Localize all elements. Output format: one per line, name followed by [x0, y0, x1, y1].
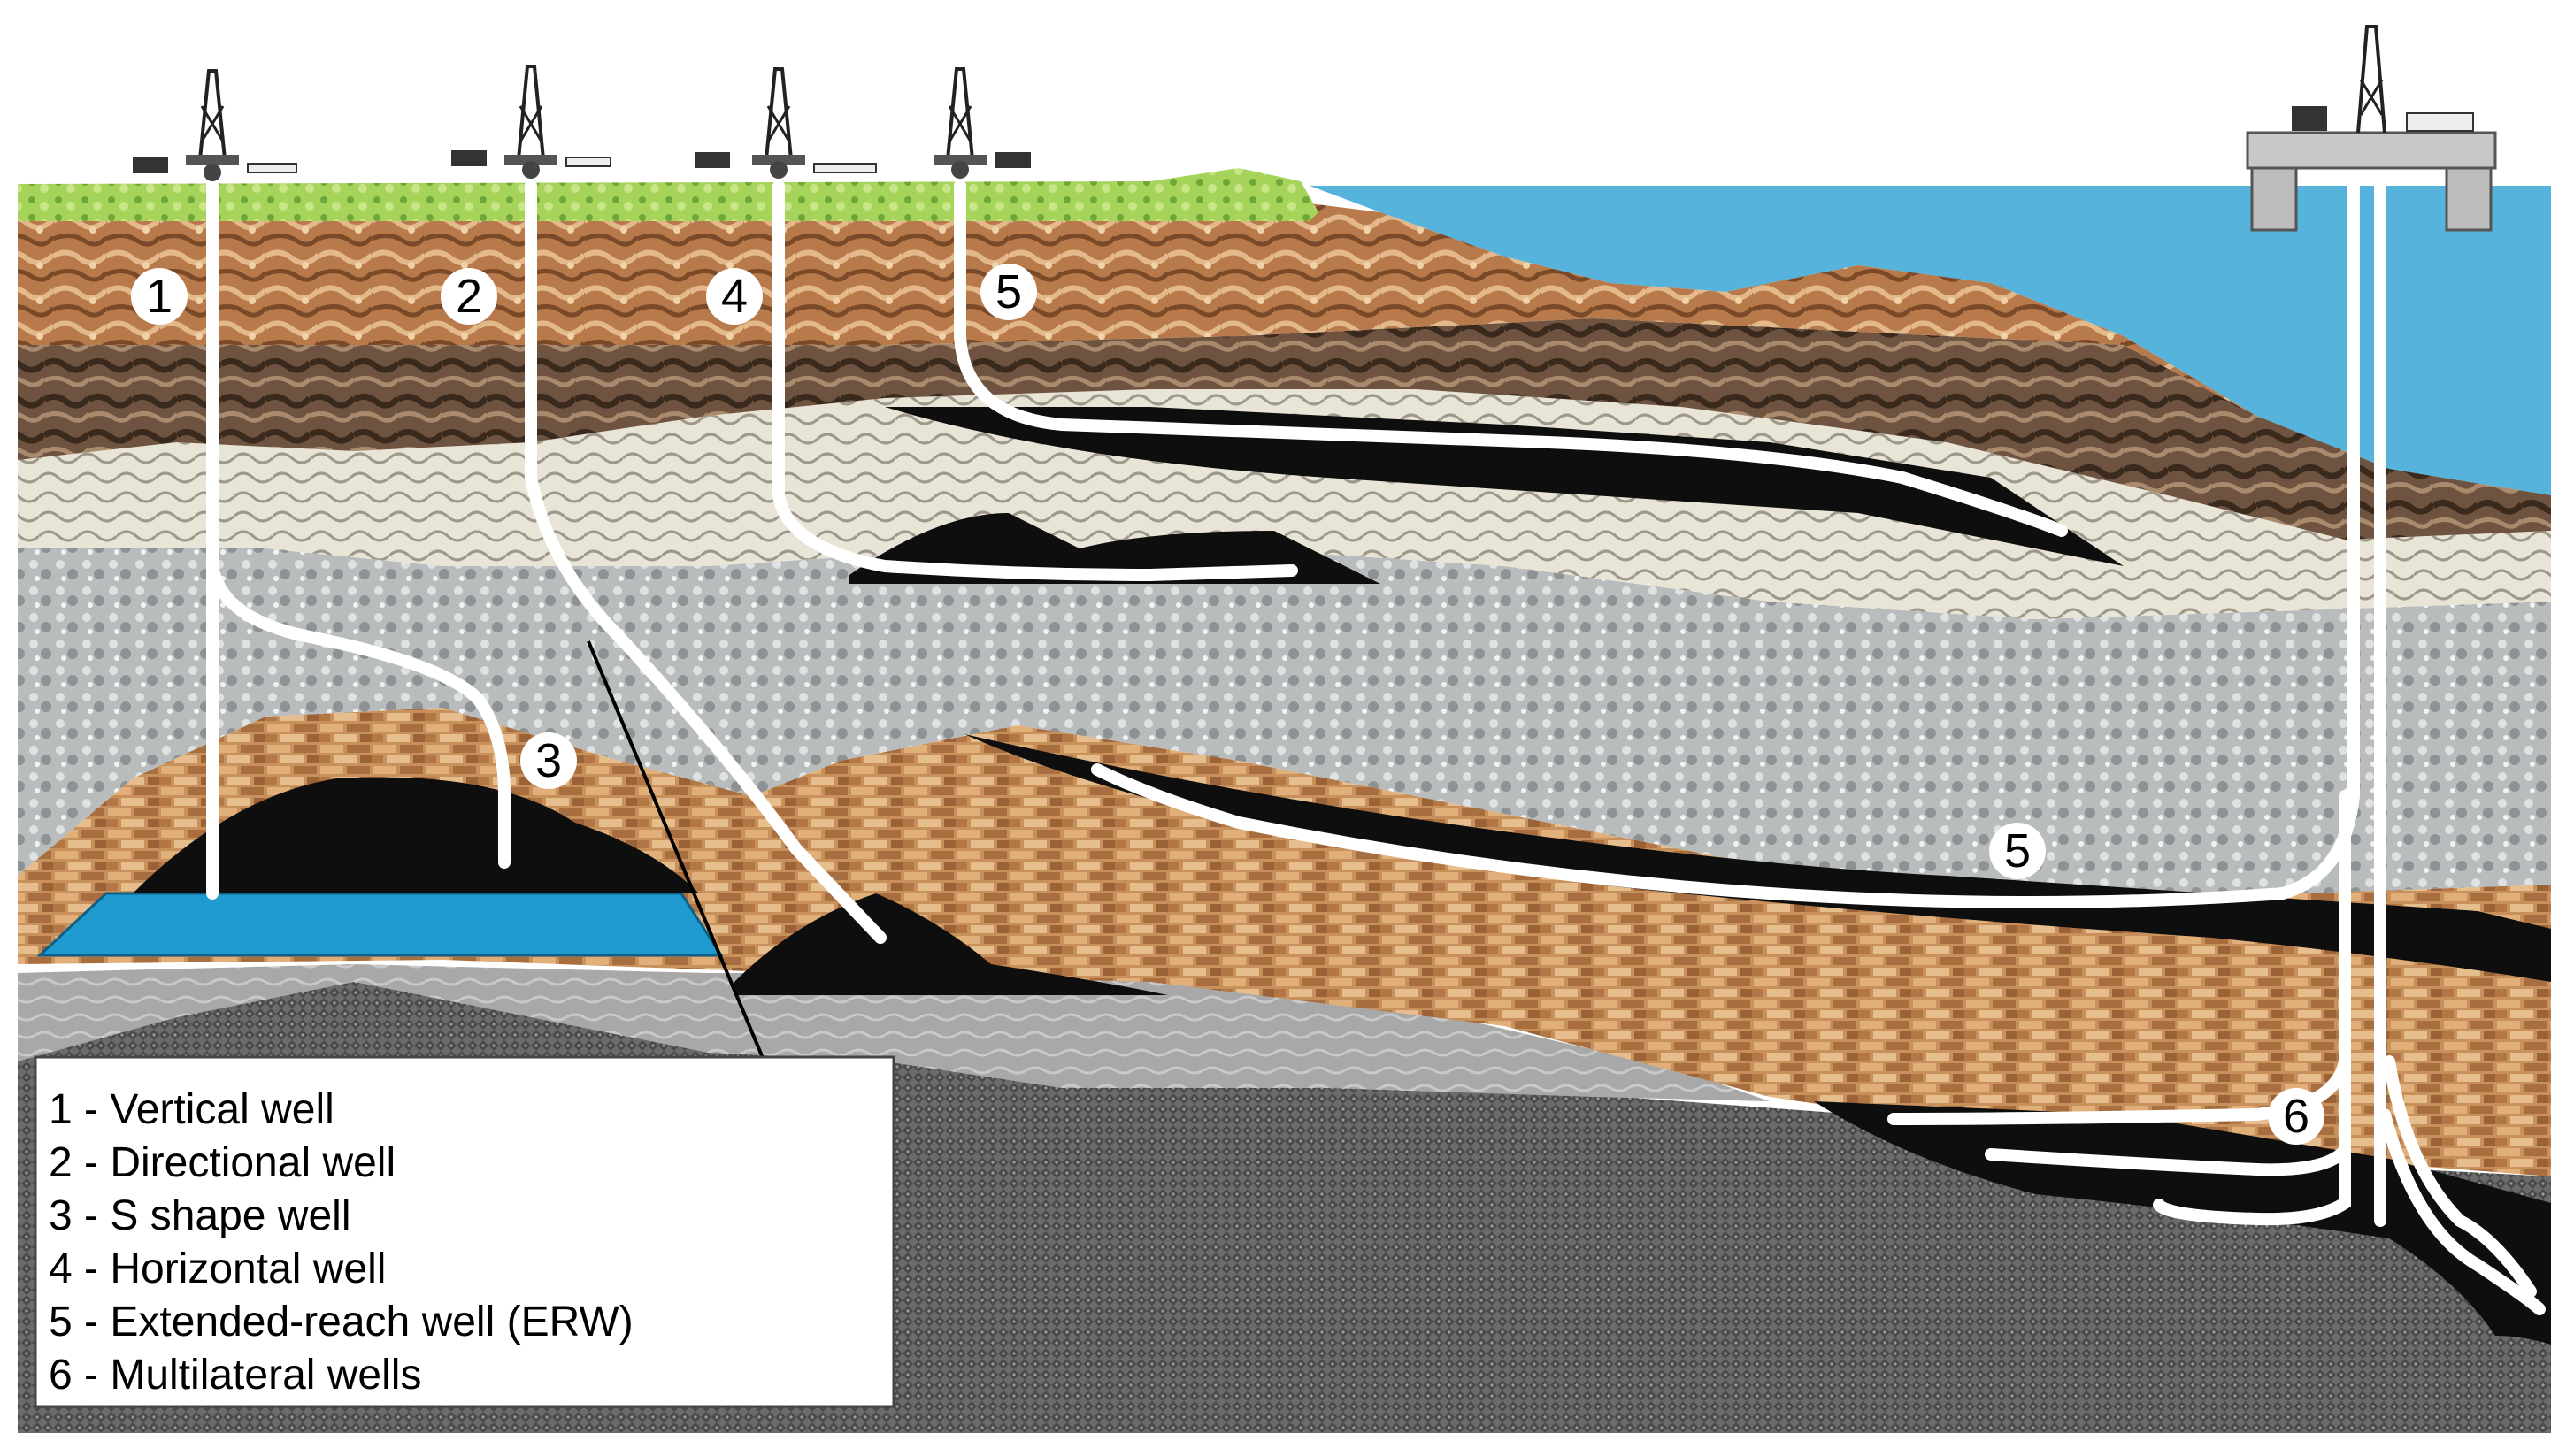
- brick-layer: [18, 708, 2551, 1176]
- fault-line: [587, 640, 772, 1076]
- drilling-rig-2: [451, 65, 611, 179]
- svg-text:5: 5: [995, 265, 1022, 318]
- well-marker-5-top: 5: [980, 264, 1037, 320]
- topsoil-layer: [18, 203, 2256, 416]
- dark-layer: [18, 318, 2551, 540]
- offshore-platform: [2246, 25, 2497, 232]
- reservoir-small-1: [734, 893, 1168, 995]
- well-6-branch-right-1: [2383, 1055, 2537, 1298]
- legend-item-6: 6 - Multilateral wells: [49, 1352, 421, 1399]
- well-3-s-shape: [206, 180, 511, 869]
- well-6-lateral-2: [1985, 1055, 2351, 1176]
- svg-text:4: 4: [721, 270, 748, 323]
- well-6-lateral-1: [1887, 790, 2351, 1125]
- gravel-layer: [18, 548, 2551, 893]
- legend-item-5: 5 - Extended-reach well (ERW): [49, 1299, 634, 1345]
- grey-layer: [18, 964, 1770, 1101]
- well-marker-5-lower: 5: [1989, 823, 2046, 879]
- svg-text:3: 3: [535, 734, 562, 787]
- legend-item-3: 3 - S shape well: [49, 1192, 351, 1239]
- shale-layer: [18, 389, 2551, 619]
- sea: [1310, 186, 2551, 495]
- well-5-erw-land: [954, 180, 2068, 537]
- svg-text:5: 5: [2004, 824, 2031, 877]
- well-marker-3: 3: [520, 732, 577, 789]
- drilling-rig-1: [133, 69, 297, 181]
- well-marker-6: 6: [2268, 1088, 2324, 1145]
- drilling-rig-3: [695, 67, 877, 179]
- well-2-directional: [525, 180, 887, 944]
- well-trajectories: [206, 171, 2546, 1315]
- well-6-branch-right-2: [2378, 1108, 2546, 1315]
- svg-text:2: 2: [456, 270, 482, 323]
- well-4-horizontal: [772, 180, 1298, 582]
- well-marker-4: 4: [706, 268, 763, 325]
- water-reservoir: [36, 892, 724, 957]
- reservoir-mid-lens: [964, 734, 2551, 982]
- svg-text:1: 1: [146, 270, 173, 323]
- legend-item-4: 4 - Horizontal well: [49, 1245, 386, 1292]
- well-5-erw-offshore: [1091, 171, 2360, 908]
- well-marker-1: 1: [131, 268, 188, 325]
- reservoir-dome: [133, 777, 699, 893]
- drilling-rig-4: [934, 67, 1031, 179]
- reservoir-upper-lens: [885, 407, 2124, 566]
- well-marker-2: 2: [441, 268, 497, 325]
- svg-text:6: 6: [2283, 1090, 2309, 1143]
- grass-surface: [18, 168, 1318, 221]
- reservoir-deep: [1814, 1101, 2551, 1345]
- legend-item-1: 1 - Vertical well: [49, 1086, 334, 1133]
- legend-item-2: 2 - Directional well: [49, 1139, 396, 1186]
- legend-box: 1 - Vertical well 2 - Directional well 3…: [34, 1055, 895, 1408]
- well-6-lateral-3: [2153, 1144, 2351, 1226]
